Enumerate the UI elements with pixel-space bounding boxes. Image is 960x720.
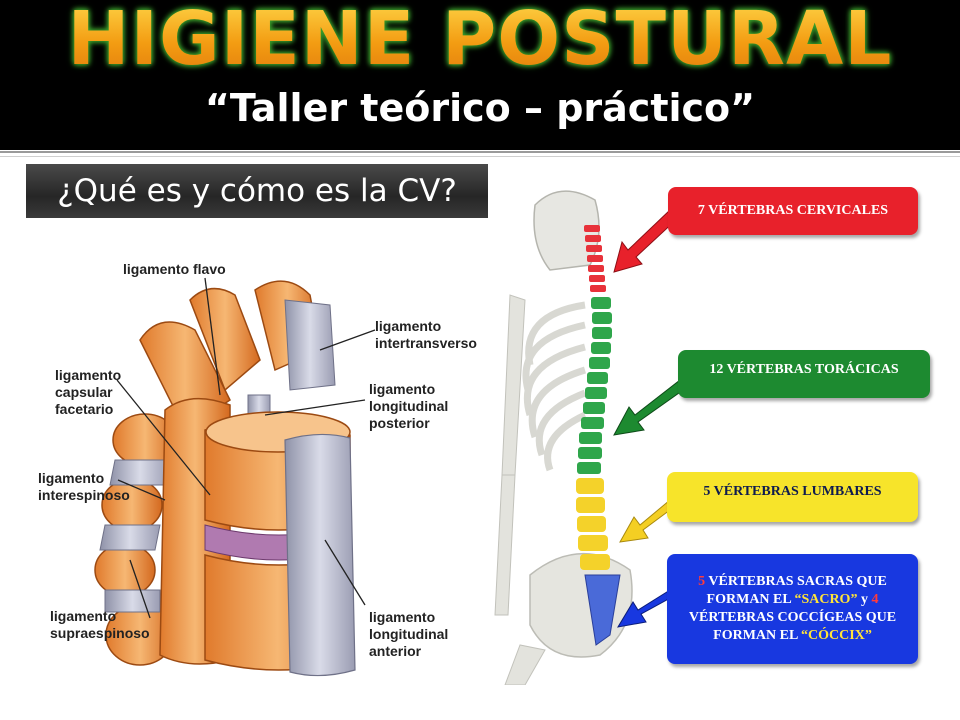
sacral-count: 5 bbox=[698, 574, 706, 589]
label-ligamento-interespinoso: ligamento interespinoso bbox=[38, 470, 130, 503]
coccygeal-count: 4 bbox=[871, 592, 879, 607]
sacral-text-1: VÉRTEBRAS SACRAS QUE FORMAN EL bbox=[705, 574, 887, 607]
arrow-blue-icon bbox=[617, 589, 675, 628]
section-heading: ¿Qué es y cómo es la CV? bbox=[26, 164, 488, 218]
thoracic-vertebrae-box: 12 VÉRTEBRAS TORÁCICAS bbox=[678, 350, 930, 398]
divider-line-thin bbox=[0, 156, 960, 157]
arrow-yellow-icon bbox=[619, 499, 675, 543]
subtitle: “Taller teórico – práctico” bbox=[204, 86, 756, 130]
lumbar-vertebrae-box: 5 VÉRTEBRAS LUMBARES bbox=[667, 472, 918, 522]
title-banner: HIGIENE POSTURAL “Taller teórico – práct… bbox=[0, 0, 960, 150]
vertebrae-ligaments-illustration bbox=[94, 277, 376, 677]
label-ligamento-capsular-facetario: ligamento capsular facetario bbox=[55, 367, 122, 417]
arrow-green-icon bbox=[613, 379, 687, 436]
divider-line bbox=[0, 151, 960, 153]
sacral-coccygeal-vertebrae-box: 5 VÉRTEBRAS SACRAS QUE FORMAN EL “SACRO”… bbox=[667, 554, 918, 664]
label-ligamento-longitudinal-anterior: ligamento longitudinal anterior bbox=[369, 609, 449, 659]
sacral-text-2: y bbox=[857, 592, 872, 607]
sacral-coccygeal-text: 5 VÉRTEBRAS SACRAS QUE FORMAN EL “SACRO”… bbox=[673, 573, 912, 645]
main-title: HIGIENE POSTURAL bbox=[0, 0, 960, 82]
label-ligamento-supraespinoso: ligamento supraespinoso bbox=[50, 608, 150, 641]
label-ligamento-intertransverso: ligamento intertransverso bbox=[375, 318, 477, 351]
skeleton-spine-illustration bbox=[494, 190, 633, 685]
cervical-vertebrae-box: 7 VÉRTEBRAS CERVICALES bbox=[668, 187, 918, 235]
label-ligamento-flavo: ligamento flavo bbox=[123, 261, 226, 277]
sacro-term: “SACRO” bbox=[794, 592, 858, 607]
label-ligamento-longitudinal-posterior: ligamento longitudinal posterior bbox=[369, 381, 449, 431]
coccix-term: “CÓCCIX” bbox=[801, 628, 872, 643]
sacral-text-3: VÉRTEBRAS COCCÍGEAS QUE FORMAN EL bbox=[688, 610, 897, 643]
